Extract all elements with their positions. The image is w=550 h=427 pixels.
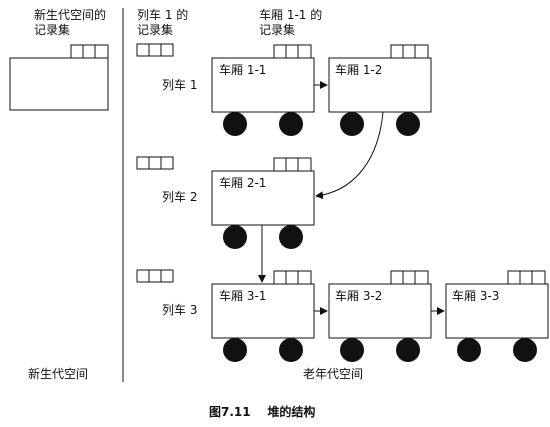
wheel: [279, 112, 303, 136]
wheel: [223, 112, 247, 136]
wheel: [457, 338, 481, 362]
train-1-record-set: [136, 43, 174, 57]
train-1-label: 列车 1: [162, 78, 198, 92]
figure-caption: 图7.11 堆的结构: [209, 405, 316, 419]
arrow-car-1-2-to-2-1: [315, 111, 384, 200]
wheel: [340, 338, 364, 362]
car-2-1-label: 车厢 2-1: [219, 176, 267, 190]
wheel: [223, 338, 247, 362]
wheel: [279, 225, 303, 249]
train-2-label: 列车 2: [162, 190, 198, 204]
train-2-record-set: [136, 156, 174, 170]
wheel: [279, 338, 303, 362]
train-record-set-label: 列车 1 的 记录集: [137, 8, 189, 37]
old-space-label: 老年代空间: [303, 367, 364, 381]
car-1-2: [328, 44, 432, 136]
car-3-1-label: 车厢 3-1: [219, 289, 267, 303]
car-3-3: [445, 270, 549, 362]
train-3-record-set: [136, 269, 174, 283]
wheel: [513, 338, 537, 362]
wheel: [396, 338, 420, 362]
wheel: [340, 112, 364, 136]
wheel: [223, 225, 247, 249]
car-3-3-label: 车厢 3-3: [452, 289, 500, 303]
car-3-2-label: 车厢 3-2: [335, 289, 383, 303]
young-record-set-label: 新生代空间的 记录集: [34, 8, 107, 37]
car-3-1: [211, 270, 315, 362]
wheel: [396, 112, 420, 136]
car-record-set-label: 车厢 1-1 的 记录集: [259, 8, 323, 37]
young-generation-record-set: [9, 44, 109, 111]
car-2-1: [211, 157, 315, 249]
car-3-2: [328, 270, 432, 362]
young-space-label: 新生代空间: [28, 367, 89, 381]
train-3-label: 列车 3: [162, 303, 198, 317]
car-1-2-label: 车厢 1-2: [335, 63, 383, 77]
car-1-1-label: 车厢 1-1: [219, 63, 267, 77]
car-1-1: [211, 44, 315, 136]
